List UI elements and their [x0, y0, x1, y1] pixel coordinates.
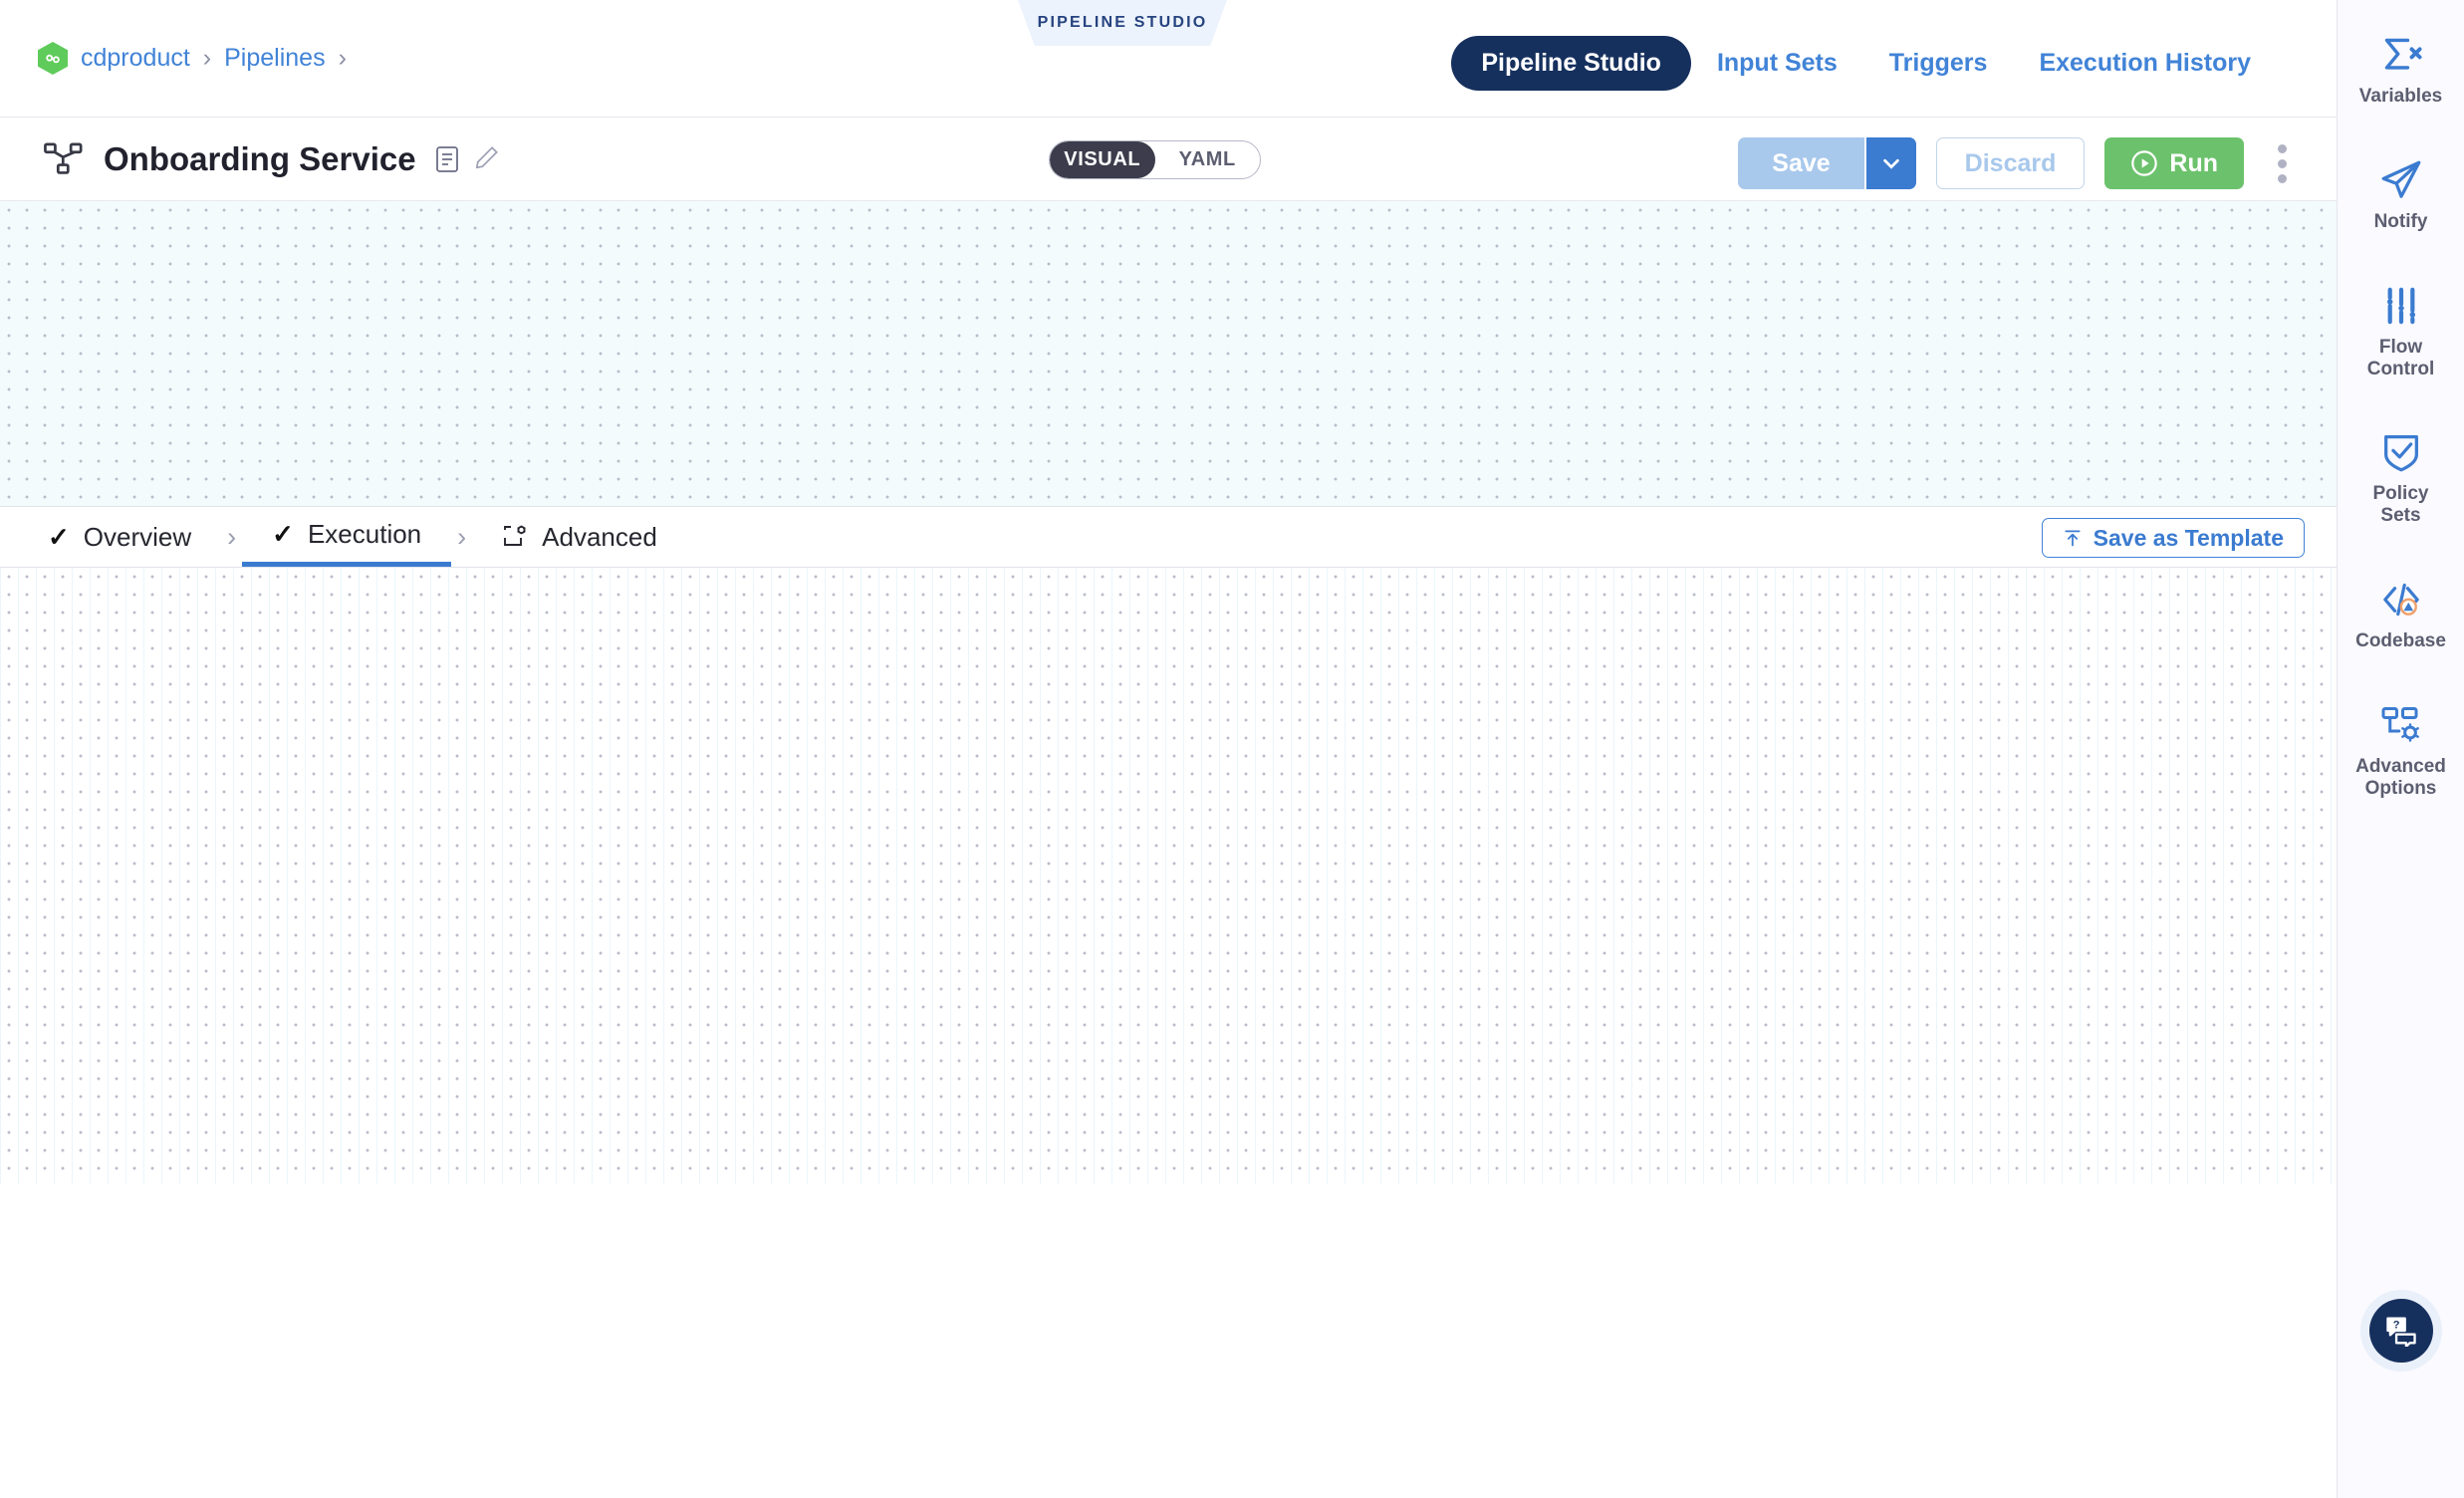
toggle-yaml[interactable]: YAML — [1178, 148, 1236, 170]
pipeline-studio-banner: PIPELINE STUDIO — [1018, 0, 1227, 46]
main-column: cdproduct › Pipelines › PIPELINE STUDIO … — [0, 0, 2337, 1184]
sidebar-label-flow-control: Flow Control — [2366, 336, 2435, 379]
pencil-icon[interactable] — [475, 145, 499, 173]
top-navigation: Pipeline Studio Input Sets Triggers Exec… — [1451, 36, 2277, 91]
breadcrumb-item-cdproduct[interactable]: cdproduct — [81, 44, 190, 72]
title-row: Onboarding Service VISUAL YAML Save — [0, 118, 2337, 201]
check-icon: ✓ — [272, 519, 294, 549]
discard-button[interactable]: Discard — [1935, 137, 2086, 189]
code-warning-icon — [2382, 583, 2419, 617]
pipeline-nodes-icon — [44, 141, 84, 177]
save-as-template-button[interactable]: Save as Template — [2041, 518, 2305, 558]
sidebar-label-advanced-options: Advanced Options — [2355, 755, 2446, 799]
sidebar-label-policy-sets: Policy Sets — [2372, 483, 2429, 527]
sidebar-item-advanced-options[interactable]: Advanced Options — [2338, 704, 2464, 800]
svg-text:?: ? — [2393, 1320, 2400, 1332]
nav-pipeline-studio[interactable]: Pipeline Studio — [1451, 36, 1691, 91]
toggle-visual[interactable]: VISUAL — [1050, 141, 1155, 178]
tab-execution[interactable]: ✓ Execution — [242, 507, 452, 567]
nav-triggers[interactable]: Triggers — [1888, 49, 1988, 77]
sidebar-label-variables: Variables — [2358, 86, 2443, 107]
breadcrumb: cdproduct › Pipelines › — [38, 42, 347, 75]
advanced-gear-icon — [504, 525, 526, 546]
tab-overview-label: Overview — [83, 521, 192, 552]
nav-input-sets[interactable]: Input Sets — [1716, 49, 1838, 77]
stage-canvas[interactable]: </> Create and Update Service Add Stage — [0, 201, 2337, 506]
execution-steps-canvas[interactable]: </> </> — [0, 568, 2337, 1184]
play-circle-icon — [2131, 150, 2158, 176]
nav-execution-history[interactable]: Execution History — [2039, 49, 2251, 77]
help-chat-button[interactable]: ? — [2369, 1299, 2433, 1363]
right-sidebar: Variables Notify Flow Control — [2337, 0, 2464, 1498]
page-title: Onboarding Service — [104, 139, 416, 177]
tab-overview[interactable]: ✓ Overview — [18, 507, 221, 567]
upload-template-icon — [2065, 530, 2081, 547]
paper-plane-icon — [2381, 160, 2420, 198]
view-mode-toggle[interactable]: VISUAL YAML — [1049, 140, 1261, 179]
harness-logo-icon — [38, 42, 68, 75]
breadcrumb-item-pipelines[interactable]: Pipelines — [224, 44, 326, 72]
sigma-x-icon — [2384, 38, 2422, 70]
sidebar-item-policy-sets[interactable]: Policy Sets — [2338, 431, 2464, 527]
kebab-menu-icon[interactable] — [2264, 138, 2301, 189]
tab-separator-1: › — [227, 521, 237, 552]
run-label: Run — [2169, 148, 2218, 177]
tab-advanced[interactable]: Advanced — [472, 507, 687, 567]
sidebar-item-flow-control[interactable]: Flow Control — [2338, 285, 2464, 380]
sidebar-label-notify: Notify — [2373, 210, 2428, 232]
sliders-icon — [2386, 287, 2415, 324]
shield-check-icon — [2383, 435, 2418, 472]
top-bar: cdproduct › Pipelines › PIPELINE STUDIO … — [0, 0, 2337, 118]
sidebar-item-notify[interactable]: Notify — [2338, 159, 2464, 233]
help-chat-icon: ? — [2386, 1317, 2416, 1347]
chevron-down-icon — [1882, 158, 1899, 169]
tab-advanced-label: Advanced — [542, 521, 657, 552]
breadcrumb-separator: › — [202, 44, 212, 72]
save-button-group: Save — [1738, 137, 1916, 189]
sidebar-item-variables[interactable]: Variables — [2338, 34, 2464, 108]
check-icon: ✓ — [48, 521, 70, 552]
breadcrumb-separator-2: › — [338, 44, 347, 72]
sidebar-item-codebase[interactable]: Codebase — [2338, 579, 2464, 652]
save-as-template-label: Save as Template — [2093, 524, 2284, 551]
save-dropdown-button[interactable] — [1863, 137, 1916, 189]
sidebar-label-codebase: Codebase — [2355, 630, 2446, 652]
tab-execution-label: Execution — [307, 519, 422, 549]
description-icon[interactable] — [435, 145, 459, 173]
run-button[interactable]: Run — [2104, 137, 2244, 189]
title-actions: Save Discard Run — [1738, 137, 2301, 189]
pipeline-studio-banner-label: PIPELINE STUDIO — [1037, 14, 1208, 31]
save-button[interactable]: Save — [1738, 137, 1864, 189]
nodes-gear-icon — [2381, 706, 2419, 742]
tab-separator-2: › — [457, 521, 467, 552]
stage-config-tabs: ✓ Overview › ✓ Execution › Advanced — [0, 506, 2337, 568]
